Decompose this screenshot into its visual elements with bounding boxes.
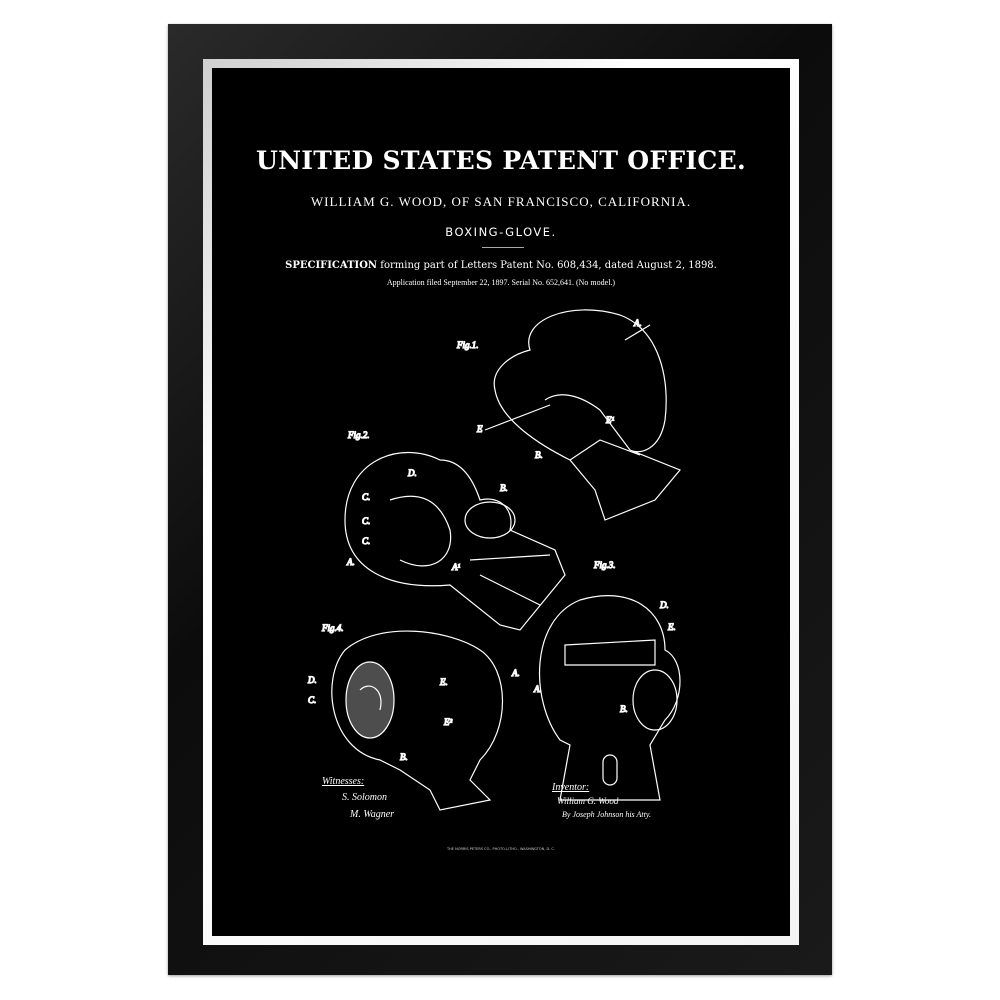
figure-1-glove — [484, 309, 681, 521]
svg-text:E: E — [476, 424, 483, 434]
figure-3-label: Fig.3. — [593, 560, 616, 570]
patent-drawing: Fig.1. A. E B. E¹ Fig.2. C. C. C. A. B. A¹ D. Fig… — [306, 309, 681, 811]
figure-3-glove — [538, 595, 681, 801]
figure-4-label: Fig.4. — [321, 623, 344, 633]
figure-1-label: Fig.1. — [456, 340, 479, 350]
svg-text:C.: C. — [362, 492, 370, 502]
svg-text:E.: E. — [439, 677, 448, 687]
figure-4-glove — [331, 630, 504, 811]
svg-text:C.: C. — [362, 536, 370, 546]
svg-text:A.: A. — [511, 668, 520, 678]
svg-text:D.: D. — [407, 468, 417, 478]
specification-label: SPECIFICATION — [285, 260, 378, 271]
specification-line: SPECIFICATION forming part of Letters Pa… — [212, 260, 790, 271]
frame-bevel: UNITED STATES PATENT OFFICE. WILLIAM G. … — [203, 59, 799, 945]
svg-text:B.: B. — [620, 704, 628, 714]
title-rule — [482, 247, 524, 248]
svg-text:D.: D. — [307, 675, 317, 685]
patent-office-heading: UNITED STATES PATENT OFFICE. — [256, 146, 746, 175]
svg-text:C.: C. — [362, 516, 370, 526]
svg-text:A.: A. — [346, 557, 355, 567]
application-line: Application filed September 22, 1897. Se… — [386, 278, 616, 287]
svg-text:B.: B. — [500, 483, 508, 493]
inventor-line: WILLIAM G. WOOD, OF SAN FRANCISCO, CALIF… — [310, 194, 692, 209]
picture-frame: UNITED STATES PATENT OFFICE. WILLIAM G. … — [168, 24, 832, 975]
svg-text:E.: E. — [667, 622, 676, 632]
witness-1-signature: S. Solomon — [342, 792, 387, 803]
witness-2-signature: M. Wagner — [350, 809, 395, 820]
printer-imprint: THE NORRIS PETERS CO., PHOTO-LITHO., WAS… — [447, 847, 555, 851]
patent-print: UNITED STATES PATENT OFFICE. WILLIAM G. … — [212, 68, 790, 936]
svg-text:E¹: E¹ — [605, 415, 614, 425]
svg-text:A¹: A¹ — [451, 562, 460, 572]
figure-2-label: Fig.2. — [347, 430, 370, 440]
svg-text:B.: B. — [535, 450, 543, 460]
attorney-signature: By Joseph Johnson his Atty. — [562, 810, 651, 819]
inventor-label: Inventor: — [552, 782, 590, 793]
patent-title: BOXING-GLOVE. — [445, 225, 557, 239]
inventor-signature: William G. Wood — [557, 796, 619, 806]
specification-text: forming part of Letters Patent No. 608,4… — [377, 260, 717, 271]
figure-2-glove — [344, 451, 566, 631]
witnesses-label: Witnesses: — [322, 776, 365, 787]
svg-text:D.: D. — [659, 600, 669, 610]
svg-text:E²: E² — [443, 717, 452, 727]
svg-text:A.: A. — [633, 318, 642, 328]
svg-text:B.: B. — [400, 752, 408, 762]
svg-text:C.: C. — [308, 695, 316, 705]
svg-text:A.: A. — [533, 684, 542, 694]
